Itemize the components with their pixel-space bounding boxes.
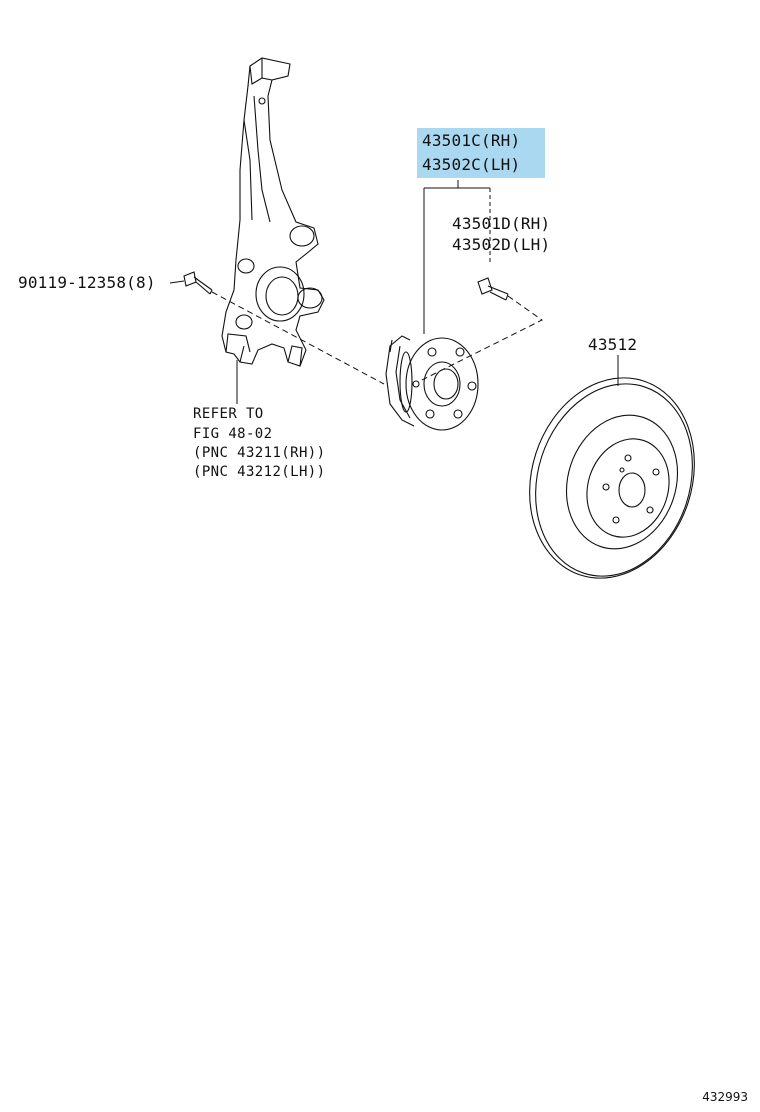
assembly-lines [211, 291, 543, 385]
steering-knuckle-drawing [221, 57, 325, 367]
selected-part-highlight[interactable] [417, 128, 545, 178]
part-label-43501d[interactable]: 43501D(RH) [452, 214, 551, 233]
refer-to-label: REFER TO [193, 406, 264, 422]
part-label-90119[interactable]: 90119-12358(8) [18, 273, 156, 292]
knuckle-bolt-drawing [183, 271, 213, 295]
hub-bearing-drawing [385, 335, 479, 431]
hub-bolt-drawing [477, 277, 509, 301]
part-label-43501c[interactable]: 43501C(RH) [422, 131, 521, 150]
refer-pnc-lh: (PNC 43212(LH)) [193, 464, 326, 480]
leader-lines [169, 180, 619, 404]
brake-disc-drawing [529, 377, 695, 579]
part-label-43502d[interactable]: 43502D(LH) [452, 235, 551, 254]
refer-pnc-rh: (PNC 43211(RH)) [193, 445, 326, 461]
refer-fig-link[interactable]: FIG 48-02 [193, 426, 273, 442]
part-label-43512[interactable]: 43512 [588, 335, 638, 354]
illustration-id: 432993 [702, 1090, 748, 1104]
part-label-43502c[interactable]: 43502C(LH) [422, 155, 521, 174]
